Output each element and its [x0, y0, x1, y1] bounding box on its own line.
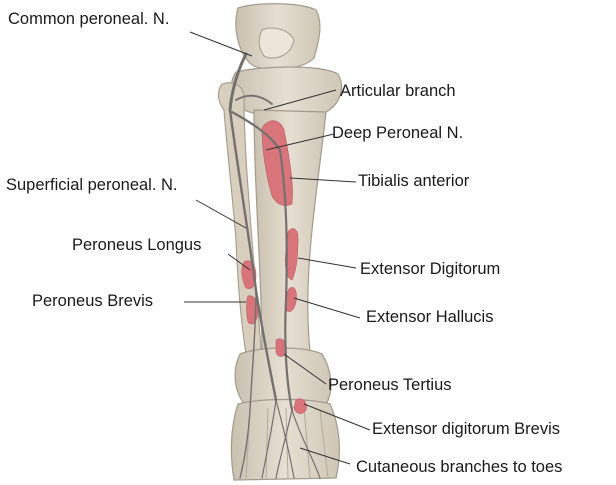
label-superficial-peroneal: Superficial peroneal. N. [6, 176, 178, 194]
label-peroneus-tertius: Peroneus Tertius [328, 376, 452, 394]
label-extensor-digitorum-brevis: Extensor digitorum Brevis [372, 420, 560, 438]
tibial-plateau [231, 67, 341, 116]
label-deep-peroneal: Deep Peroneal N. [332, 124, 463, 142]
label-articular-branch: Articular branch [340, 82, 456, 100]
label-extensor-digitorum: Extensor Digitorum [360, 260, 500, 278]
label-common-peroneal: Common peroneal. N. [8, 10, 169, 28]
label-extensor-hallucis: Extensor Hallucis [366, 308, 493, 326]
label-cutaneous-branches: Cutaneous branches to toes [356, 458, 562, 476]
label-peroneus-brevis: Peroneus Brevis [32, 292, 153, 310]
label-tibialis-anterior: Tibialis anterior [358, 172, 469, 190]
extensor-digitorum-brevis-muscle [294, 399, 306, 414]
label-peroneus-longus: Peroneus Longus [72, 236, 201, 254]
